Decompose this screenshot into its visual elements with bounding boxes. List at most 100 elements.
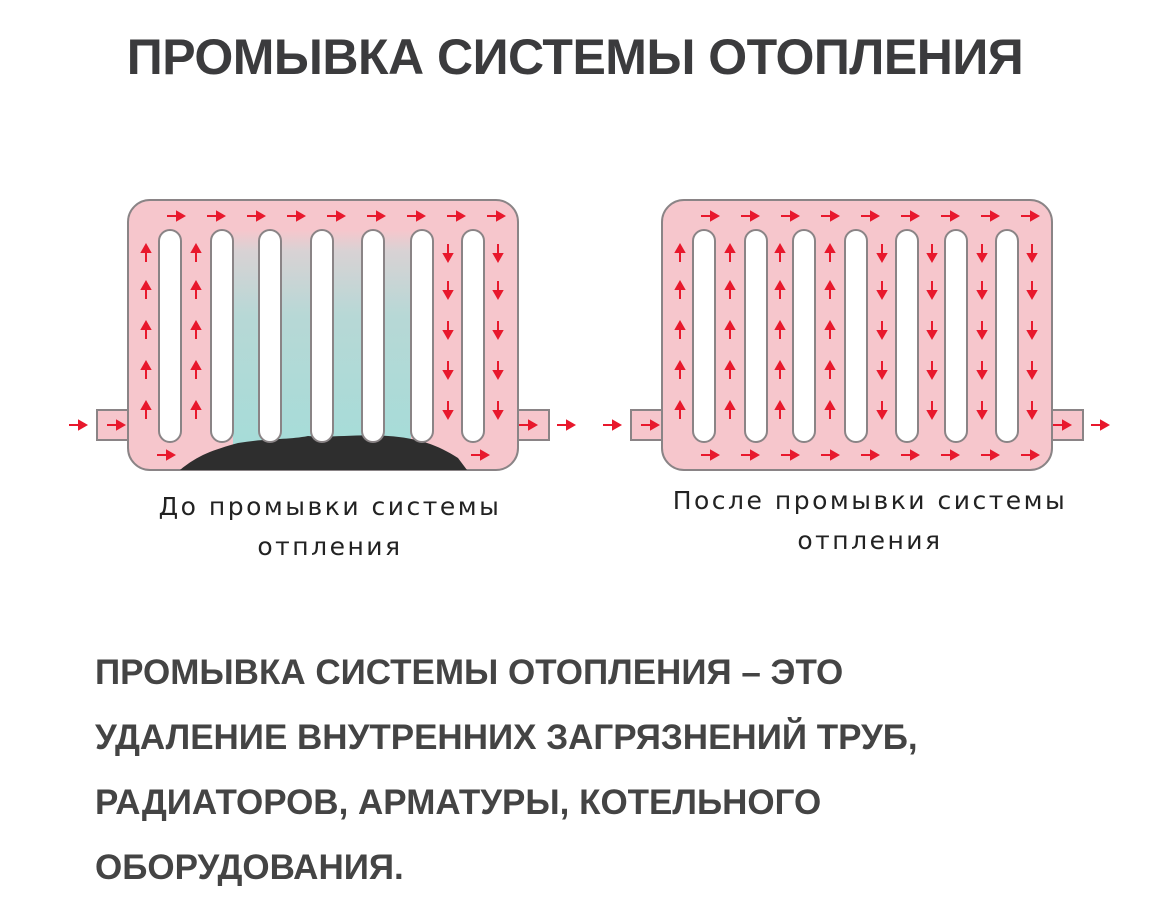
caption-before: До промывки системы отпления	[80, 487, 580, 567]
flow-arrow-icon	[861, 210, 881, 222]
flow-arrow-icon	[167, 210, 187, 222]
caption-before-line2: отпления	[257, 532, 403, 561]
flow-arrow-icon	[1091, 419, 1111, 431]
description-line: ПРОМЫВКА СИСТЕМЫ ОТОПЛЕНИЯ – ЭТО	[95, 653, 844, 692]
caption-after: После промывки системы отпления	[610, 481, 1130, 561]
flow-arrow-icon	[140, 359, 152, 379]
flow-arrow-icon	[981, 449, 1001, 461]
flow-arrow-icon	[603, 419, 623, 431]
flow-arrow-icon	[442, 281, 454, 301]
flow-arrow-icon	[774, 359, 786, 379]
flow-arrow-icon	[976, 401, 988, 421]
radiator-section-gap	[792, 229, 816, 443]
radiator-section-gap	[310, 229, 334, 443]
flow-arrow-icon	[861, 449, 881, 461]
flow-arrow-icon	[781, 210, 801, 222]
flow-arrow-icon	[1026, 321, 1038, 341]
flow-arrow-icon	[107, 419, 127, 431]
flow-arrow-icon	[901, 210, 921, 222]
flow-arrow-icon	[926, 244, 938, 264]
flow-arrow-icon	[674, 279, 686, 299]
page-title: ПРОМЫВКА СИСТЕМЫ ОТОПЛЕНИЯ	[126, 29, 1024, 85]
flow-arrow-icon	[1026, 244, 1038, 264]
flow-arrow-icon	[824, 399, 836, 419]
flow-arrow-icon	[821, 210, 841, 222]
flow-arrow-icon	[519, 419, 539, 431]
description-line: ОБОРУДОВАНИЯ.	[95, 848, 404, 887]
flow-arrow-icon	[926, 321, 938, 341]
flow-arrow-icon	[190, 399, 202, 419]
radiator-section-gap	[895, 229, 919, 443]
flow-arrow-icon	[1021, 210, 1041, 222]
flow-arrow-icon	[442, 361, 454, 381]
flow-arrow-icon	[247, 210, 267, 222]
flow-arrow-icon	[367, 210, 387, 222]
flow-arrow-icon	[821, 449, 841, 461]
flow-arrow-icon	[190, 242, 202, 262]
radiator-diagrams	[69, 199, 1111, 471]
flow-arrow-icon	[976, 281, 988, 301]
flow-arrow-icon	[941, 449, 961, 461]
flow-arrow-icon	[741, 210, 761, 222]
radiator-section-gap	[944, 229, 968, 443]
radiator-section-gap	[361, 229, 385, 443]
caption-after-line2: отпления	[797, 526, 943, 555]
flow-arrow-icon	[190, 279, 202, 299]
flow-arrow-icon	[447, 210, 467, 222]
flow-arrow-icon	[442, 244, 454, 264]
flow-arrow-icon	[471, 449, 491, 461]
radiator-after-flush	[603, 199, 1111, 471]
flow-arrow-icon	[774, 319, 786, 339]
flow-arrow-icon	[774, 399, 786, 419]
flow-arrow-icon	[824, 319, 836, 339]
flow-arrow-icon	[557, 419, 577, 431]
flow-arrow-icon	[824, 242, 836, 262]
flow-arrow-icon	[442, 321, 454, 341]
radiator-section-gap	[844, 229, 868, 443]
flow-arrow-icon	[976, 361, 988, 381]
flow-arrow-icon	[1026, 281, 1038, 301]
flow-arrow-icon	[876, 401, 888, 421]
caption-before-line1: До промывки системы	[158, 492, 502, 521]
flow-arrow-icon	[492, 281, 504, 301]
radiator-section-gap	[258, 229, 282, 443]
flow-arrow-icon	[824, 359, 836, 379]
flow-arrow-icon	[674, 359, 686, 379]
flow-arrow-icon	[741, 449, 761, 461]
caption-after-line1: После промывки системы	[672, 486, 1068, 515]
flow-arrow-icon	[492, 244, 504, 264]
flow-arrow-icon	[976, 321, 988, 341]
flow-arrow-icon	[824, 279, 836, 299]
flow-arrow-icon	[674, 242, 686, 262]
flow-arrow-icon	[981, 210, 1001, 222]
flow-arrow-icon	[926, 361, 938, 381]
radiator-before-flush	[69, 199, 577, 471]
flow-arrow-icon	[190, 319, 202, 339]
description: ПРОМЫВКА СИСТЕМЫ ОТОПЛЕНИЯ – ЭТО УДАЛЕНИ…	[95, 640, 918, 900]
flow-arrow-icon	[487, 210, 507, 222]
flow-arrow-icon	[674, 399, 686, 419]
flow-arrow-icon	[1021, 449, 1041, 461]
flow-arrow-icon	[724, 279, 736, 299]
flow-arrow-icon	[701, 449, 721, 461]
flow-arrow-icon	[442, 401, 454, 421]
radiator-section-gap	[692, 229, 716, 443]
radiator-section-gap	[744, 229, 768, 443]
flow-arrow-icon	[701, 210, 721, 222]
description-line: РАДИАТОРОВ, АРМАТУРЫ, КОТЕЛЬНОГО	[95, 783, 822, 822]
flow-arrow-icon	[641, 419, 661, 431]
flow-arrow-icon	[724, 359, 736, 379]
flow-arrow-icon	[287, 210, 307, 222]
flow-arrow-icon	[724, 242, 736, 262]
flow-arrow-icon	[926, 281, 938, 301]
flow-arrow-icon	[876, 361, 888, 381]
flow-arrow-icon	[724, 399, 736, 419]
description-line: УДАЛЕНИЕ ВНУТРЕННИХ ЗАГРЯЗНЕНИЙ ТРУБ,	[95, 718, 918, 757]
flow-arrow-icon	[190, 359, 202, 379]
flow-arrow-icon	[781, 449, 801, 461]
flow-arrow-icon	[976, 244, 988, 264]
flow-arrow-icon	[492, 401, 504, 421]
flow-arrow-icon	[207, 210, 227, 222]
flow-arrow-icon	[407, 210, 427, 222]
flow-arrow-icon	[157, 449, 177, 461]
